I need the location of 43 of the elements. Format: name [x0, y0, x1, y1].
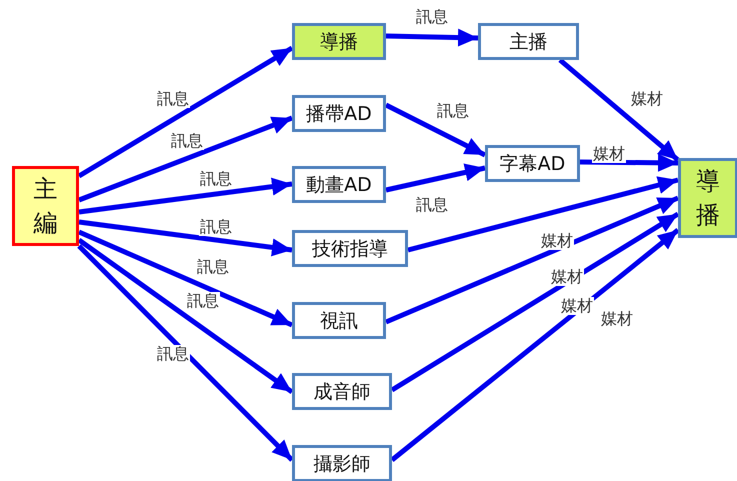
edge-label: 訊息: [199, 218, 233, 236]
edge-label: 訊息: [156, 345, 190, 363]
edge-label: 訊息: [415, 8, 449, 26]
arrow: [558, 58, 680, 162]
edge-label: 媒材: [560, 297, 594, 315]
arrow: [386, 28, 478, 47]
edge-label: 訊息: [196, 258, 230, 276]
edge-label: 媒材: [630, 90, 664, 108]
arrow: [407, 176, 679, 252]
arrow: [385, 164, 486, 192]
arrow: [390, 228, 680, 462]
edge-label: 訊息: [186, 292, 220, 310]
edge-label: 媒材: [600, 310, 634, 328]
edge-label: 媒材: [592, 145, 626, 163]
arrow: [78, 116, 293, 202]
role-box: 主編: [12, 166, 79, 246]
edge-label: 訊息: [415, 196, 449, 214]
arrow: [384, 102, 486, 158]
role-box: 視訊: [292, 302, 386, 339]
arrow: [77, 244, 294, 462]
arrow: [78, 178, 292, 214]
arrow: [385, 196, 679, 324]
role-box: 字幕AD: [485, 145, 580, 182]
edge-label: 媒材: [540, 232, 574, 250]
role-box: 播帶AD: [292, 95, 386, 132]
arrow: [78, 46, 294, 178]
role-box: 技術指導: [292, 230, 408, 267]
arrow: [580, 154, 678, 172]
arrow: [78, 220, 292, 256]
arrow: [78, 230, 293, 328]
role-box: 動畫AD: [292, 166, 386, 203]
role-box: 導播: [678, 158, 737, 238]
edge-label: 訊息: [170, 132, 204, 150]
role-box: 成音師: [292, 373, 392, 410]
role-box: 攝影師: [292, 445, 392, 481]
edge-label: 訊息: [436, 102, 470, 120]
edge-label: 媒材: [550, 268, 584, 286]
arrow: [390, 212, 680, 392]
role-box: 導播: [292, 23, 386, 60]
edge-label: 訊息: [156, 90, 190, 108]
arrow: [78, 238, 294, 394]
edge-label: 訊息: [199, 170, 233, 188]
role-box: 主播: [478, 23, 579, 60]
